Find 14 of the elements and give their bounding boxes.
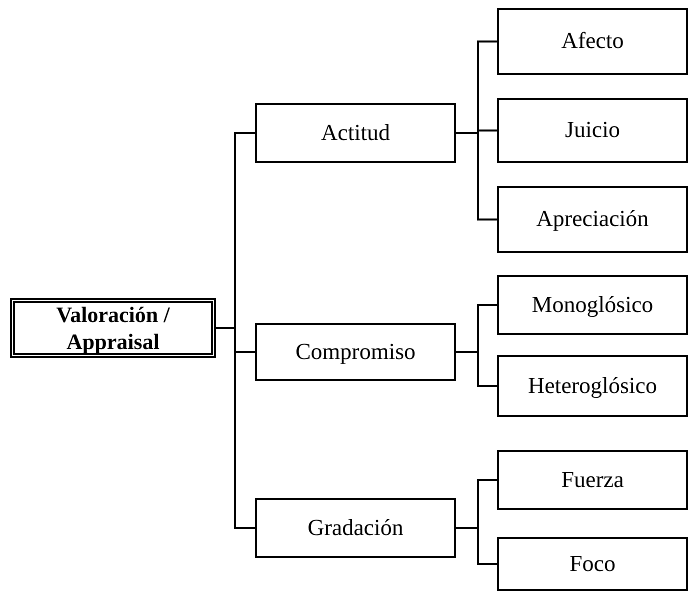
connector-line — [456, 132, 497, 220]
connector-line — [216, 327, 255, 529]
category-box: Juicio — [497, 98, 688, 163]
category-box: Heteroglósico — [497, 355, 688, 417]
category-box: Gradación — [255, 498, 456, 558]
category-box: Compromiso — [255, 323, 456, 381]
connector-line — [456, 351, 497, 387]
category-box: Afecto — [497, 8, 688, 75]
category-box: Fuerza — [497, 450, 688, 510]
category-box: Monoglósico — [497, 275, 688, 335]
category-box: Foco — [497, 537, 688, 591]
category-box: Actitud — [255, 103, 456, 163]
root-box: Valoración / Appraisal — [10, 298, 216, 358]
category-box: Apreciación — [497, 186, 688, 253]
